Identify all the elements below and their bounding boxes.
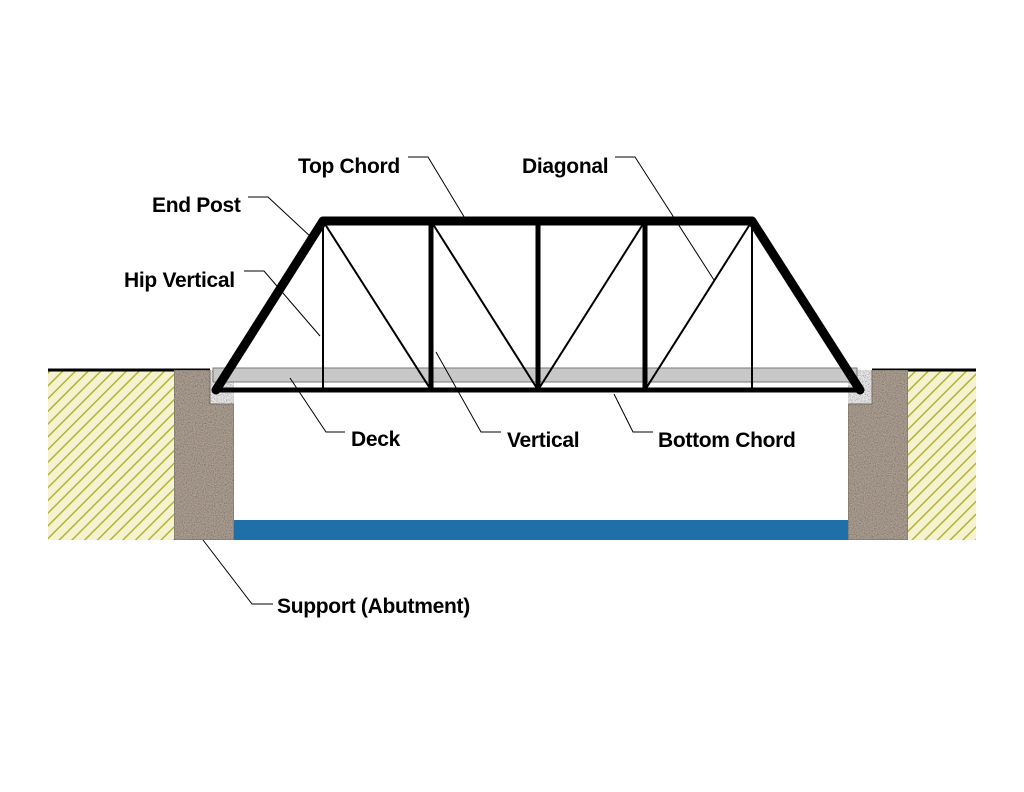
leader-hip-vertical — [244, 270, 321, 337]
diagonal-2 — [430, 220, 539, 391]
leader-bottom-chord — [613, 393, 653, 433]
diagonal-4 — [644, 220, 753, 391]
label-support: Support (Abutment) — [277, 595, 470, 618]
leader-top-chord — [408, 156, 467, 221]
leader-deck — [289, 377, 345, 433]
diagonal-3 — [537, 220, 646, 391]
abutment-right — [847, 369, 909, 541]
label-deck: Deck — [351, 428, 401, 451]
end-post-right — [747, 216, 865, 395]
label-vertical: Vertical — [507, 429, 579, 452]
earth-right — [872, 368, 976, 540]
diagonal-1 — [322, 220, 432, 391]
leader-end-post — [248, 196, 313, 239]
end-post-left — [211, 216, 328, 395]
label-end-post: End Post — [152, 194, 241, 217]
earth-left — [48, 368, 210, 540]
deck — [212, 367, 858, 383]
leader-lines — [202, 156, 715, 605]
label-diagonal: Diagonal — [522, 155, 608, 178]
label-top-chord: Top Chord — [298, 155, 400, 178]
leader-diagonal — [615, 156, 715, 281]
leader-support — [202, 539, 273, 605]
labels: Top Chord Diagonal End Post Hip Vertical… — [124, 155, 796, 618]
leader-vertical — [435, 351, 501, 433]
truss — [211, 216, 865, 395]
water — [234, 520, 848, 540]
label-bottom-chord: Bottom Chord — [658, 429, 796, 452]
label-hip-vertical: Hip Vertical — [124, 269, 235, 292]
abutment-left — [173, 369, 235, 541]
